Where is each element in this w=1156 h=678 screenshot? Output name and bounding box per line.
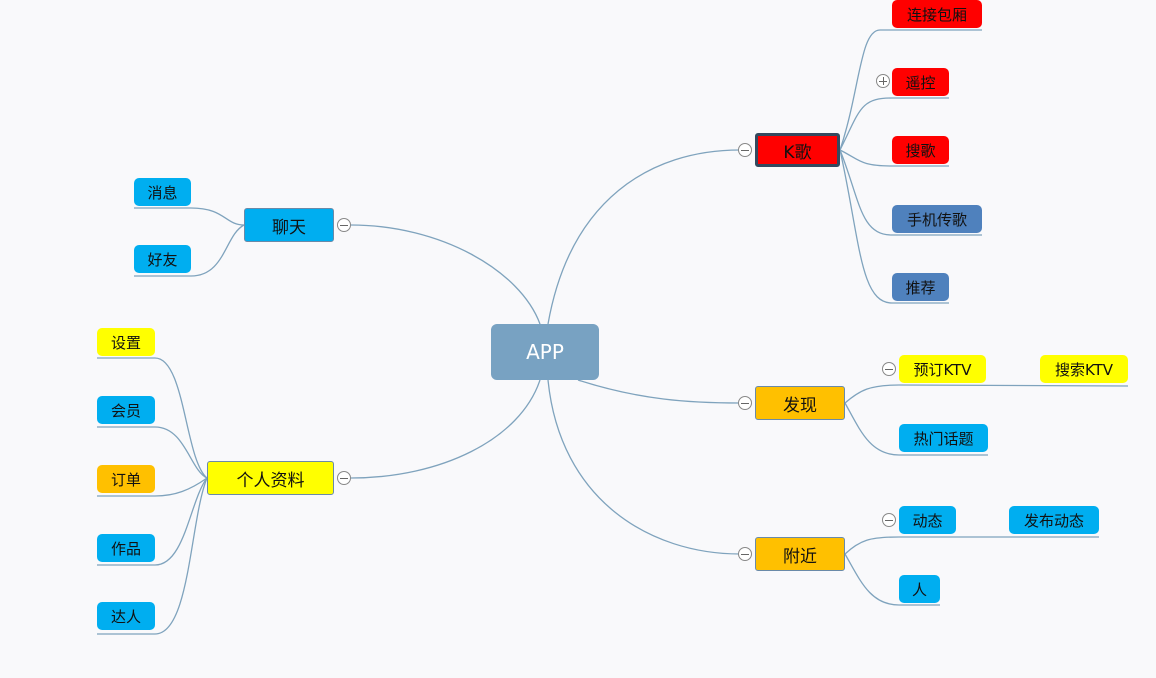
ktv-child-remote[interactable]: 遥控: [892, 68, 949, 96]
profile-node[interactable]: 个人资料: [207, 461, 334, 495]
connector-line: [844, 402, 988, 456]
connector-line: [839, 149, 949, 304]
nearby-node[interactable]: 附近: [755, 537, 845, 571]
collapse-ktv-icon[interactable]: [738, 143, 752, 157]
profile-child-settings[interactable]: 设置: [97, 328, 155, 356]
ktv-child-phone-upload[interactable]: 手机传歌: [892, 205, 982, 233]
connector-line: [839, 149, 949, 167]
expand-remote-icon[interactable]: [876, 74, 890, 88]
connector-line: [97, 477, 208, 566]
profile-child-experts[interactable]: 达人: [97, 602, 155, 630]
connector-line: [350, 224, 541, 325]
connector-line: [839, 97, 949, 151]
connector-line: [350, 379, 541, 479]
collapse-nearby-icon[interactable]: [738, 547, 752, 561]
connector-line: [839, 149, 982, 236]
root-node[interactable]: APP: [491, 324, 599, 380]
ktv-child-search-song[interactable]: 搜歌: [892, 136, 949, 164]
connector-line: [844, 553, 940, 606]
connector-line: [97, 477, 208, 497]
collapse-chat-icon[interactable]: [337, 218, 351, 232]
discover-node[interactable]: 发现: [755, 386, 845, 420]
connector-line: [97, 357, 208, 479]
discover-child-book-ktv[interactable]: 预订KTV: [899, 355, 986, 383]
connector-line: [97, 477, 208, 635]
discover-child-hot-topics[interactable]: 热门话题: [899, 424, 988, 452]
discover-child-search-ktv[interactable]: 搜索KTV: [1040, 355, 1128, 383]
collapse-moments-icon[interactable]: [882, 513, 896, 527]
collapse-profile-icon[interactable]: [337, 471, 351, 485]
connector-line: [134, 207, 245, 226]
connector-line: [547, 379, 741, 555]
connector-line: [839, 29, 982, 151]
connector-line: [577, 379, 741, 404]
nearby-child-people[interactable]: 人: [899, 575, 940, 603]
ktv-node[interactable]: K歌: [755, 133, 840, 167]
nearby-child-post-moment[interactable]: 发布动态: [1009, 506, 1099, 534]
chat-child-messages[interactable]: 消息: [134, 178, 191, 206]
ktv-child-connect-room[interactable]: 连接包厢: [892, 0, 982, 28]
profile-child-orders[interactable]: 订单: [97, 465, 155, 493]
connector-line: [134, 224, 245, 277]
connector-line: [844, 536, 1099, 555]
chat-child-friends[interactable]: 好友: [134, 245, 191, 273]
connector-line: [844, 384, 1129, 404]
collapse-discover-icon[interactable]: [738, 396, 752, 410]
profile-child-works[interactable]: 作品: [97, 534, 155, 562]
ktv-child-recommend[interactable]: 推荐: [892, 273, 949, 301]
connector-line: [97, 426, 208, 479]
chat-node[interactable]: 聊天: [244, 208, 334, 242]
nearby-child-moments[interactable]: 动态: [899, 506, 956, 534]
collapse-book-ktv-icon[interactable]: [882, 362, 896, 376]
connector-line: [547, 149, 741, 325]
profile-child-membership[interactable]: 会员: [97, 396, 155, 424]
